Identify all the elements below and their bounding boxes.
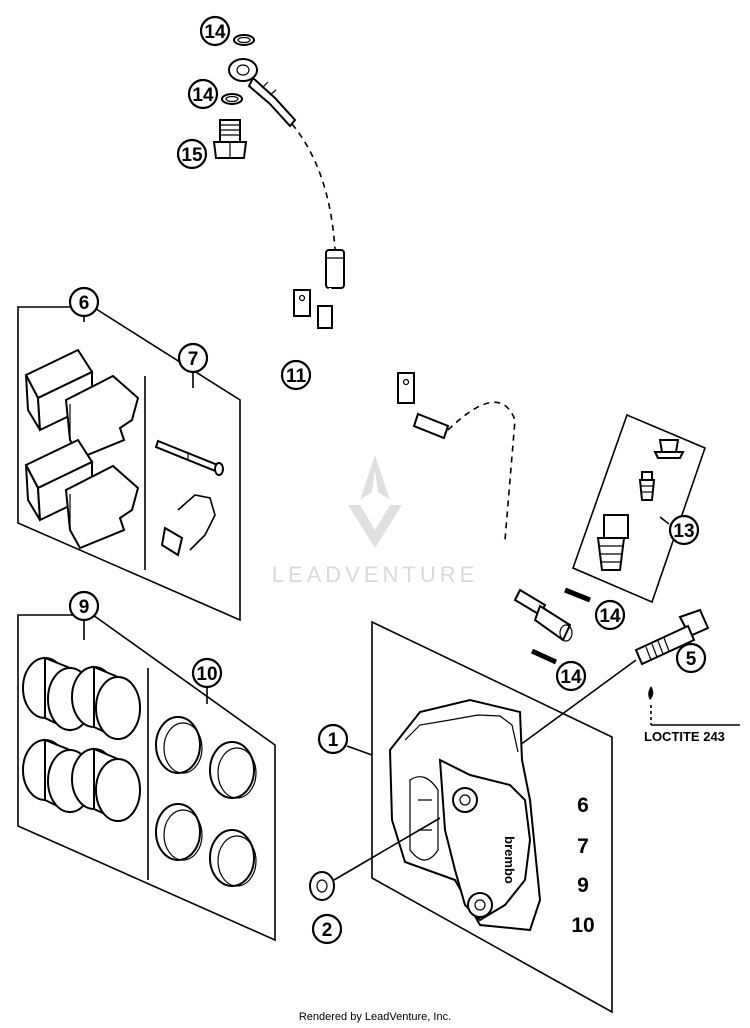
- brand-logo: brembo: [502, 836, 517, 884]
- svg-text:9: 9: [79, 597, 90, 618]
- svg-text:7: 7: [188, 349, 199, 370]
- callout-6: 6: [68, 286, 100, 318]
- callout-11: 11: [280, 359, 312, 391]
- spacer-washer: [309, 817, 441, 901]
- svg-text:15: 15: [181, 145, 203, 166]
- svg-text:2: 2: [322, 920, 333, 941]
- brake-line-lower: [498, 539, 573, 642]
- watermark-text: LEADVENTURE: [272, 562, 479, 587]
- callout-14-top: 14: [199, 15, 231, 47]
- svg-text:10: 10: [196, 664, 217, 685]
- callout-2: 2: [311, 913, 343, 945]
- kit-number-7: 7: [577, 835, 589, 858]
- callout-7: 7: [177, 342, 209, 374]
- callout-13: 13: [668, 514, 700, 546]
- pistons-panel: [17, 614, 276, 942]
- svg-text:14: 14: [204, 22, 226, 43]
- callout-5: 5: [675, 642, 707, 674]
- callout-14-lower-2: 14: [555, 660, 587, 692]
- loctite-note: LOCTITE 243: [644, 729, 725, 744]
- callout-14-lower-1: 14: [594, 599, 626, 631]
- svg-text:14: 14: [192, 85, 214, 106]
- leadventure-watermark: LEADVENTURE: [272, 455, 479, 587]
- pad-spring: [160, 494, 216, 557]
- kit-number-10: 10: [571, 914, 594, 937]
- banjo-bolt: [212, 119, 248, 159]
- washer-lower-2: [530, 648, 558, 665]
- callout-1: 1: [317, 723, 349, 755]
- caliper-panel: brembo: [371, 620, 613, 1014]
- brake-line-hard: [293, 249, 516, 541]
- kit-number-list: 6 7 9 10: [571, 794, 594, 937]
- kit-number-6: 6: [577, 794, 589, 817]
- svg-text:1: 1: [328, 730, 339, 751]
- svg-text:13: 13: [673, 521, 694, 542]
- svg-text:6: 6: [79, 293, 90, 314]
- callout-9: 9: [68, 590, 100, 622]
- svg-text:5: 5: [686, 649, 697, 670]
- callout-10: 10: [191, 657, 223, 689]
- svg-text:14: 14: [599, 606, 621, 627]
- washer-top: [233, 34, 255, 46]
- svg-text:11: 11: [286, 366, 307, 387]
- callout-15: 15: [176, 138, 208, 170]
- kit-number-9: 9: [577, 874, 589, 897]
- bleeder-kit-panel: [571, 413, 706, 604]
- pads-panel: [17, 306, 241, 622]
- washer-lower-1: [564, 587, 591, 603]
- brake-line-upper: [228, 58, 336, 251]
- footer-credit: Rendered by LeadVenture, Inc.: [299, 1011, 451, 1023]
- svg-text:14: 14: [560, 667, 582, 688]
- caliper-bolt: [519, 608, 740, 746]
- callout-14-middle: 14: [187, 78, 219, 110]
- pad-pin: [154, 439, 224, 476]
- washer-middle: [221, 93, 243, 105]
